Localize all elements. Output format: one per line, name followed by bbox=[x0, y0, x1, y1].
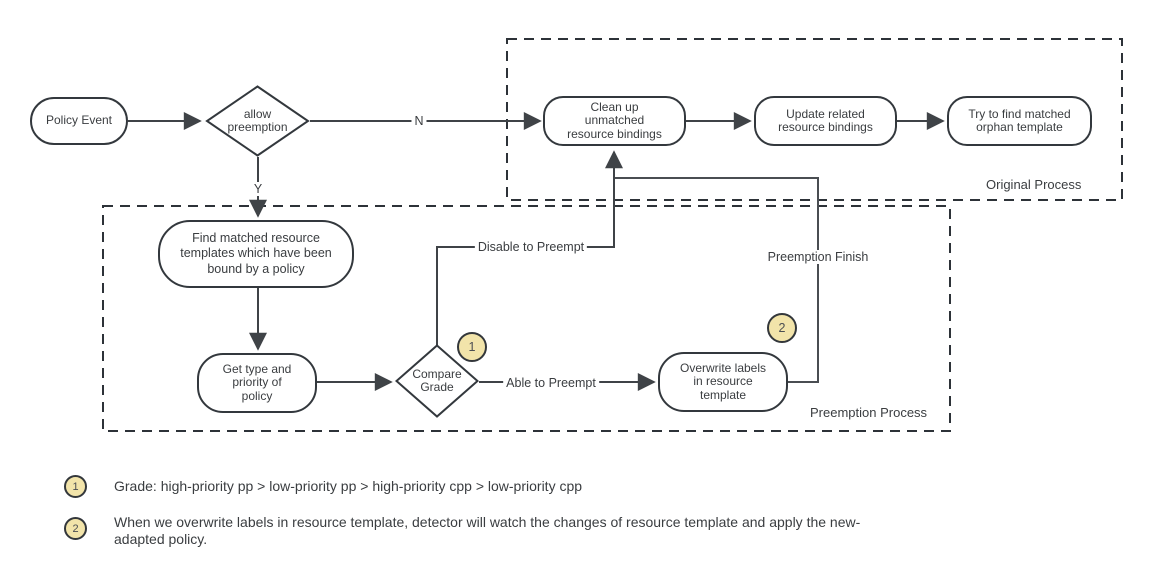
edge-label-preemption-finish: Preemption Finish bbox=[764, 250, 872, 264]
original-process-label: Original Process bbox=[986, 177, 1082, 192]
footnote-2-text: When we overwrite labels in resource tem… bbox=[114, 514, 861, 547]
footnote-badge-1: 1 bbox=[64, 475, 87, 498]
node-overwrite-labels: Overwrite labels in resource template bbox=[658, 352, 788, 412]
node-compare-grade: Compare Grade bbox=[395, 344, 479, 418]
node-clean-up: Clean up unmatched resource bindings bbox=[543, 96, 686, 146]
node-policy-event: Policy Event bbox=[30, 97, 128, 145]
footnote-1-text: Grade: high-priority pp > low-priority p… bbox=[114, 478, 583, 494]
node-allow-preemption: allow preemption bbox=[205, 85, 310, 157]
allow-preemption-diamond-shape bbox=[205, 85, 310, 157]
footnote-badge-2: 2 bbox=[64, 517, 87, 540]
original-process-region-outline bbox=[506, 38, 1123, 201]
node-update-related: Update related resource bindings bbox=[754, 96, 897, 146]
node-find-matched: Find matched resource templates which ha… bbox=[158, 220, 354, 288]
compare-grade-text: Compare Grade bbox=[412, 366, 462, 394]
allow-preemption-text: allow preemption bbox=[227, 106, 288, 134]
edge-label-n: N bbox=[411, 114, 427, 128]
node-get-type: Get type and priority of policy bbox=[197, 353, 317, 413]
edge-label-y: Y bbox=[250, 182, 266, 196]
edge-label-disable-to-preempt: Disable to Preempt bbox=[474, 240, 588, 254]
edge-label-able-to-preempt: Able to Preempt bbox=[503, 376, 599, 390]
badge-1-marker: 1 bbox=[457, 332, 487, 362]
compare-grade-diamond-shape bbox=[395, 344, 479, 418]
preemption-process-label: Preemption Process bbox=[810, 405, 928, 420]
preemption-process-region-outline bbox=[102, 205, 951, 432]
edge-overwrite-finish-merge bbox=[615, 177, 819, 383]
node-try-find: Try to find matched orphan template bbox=[947, 96, 1092, 146]
badge-2-marker: 2 bbox=[767, 313, 797, 343]
